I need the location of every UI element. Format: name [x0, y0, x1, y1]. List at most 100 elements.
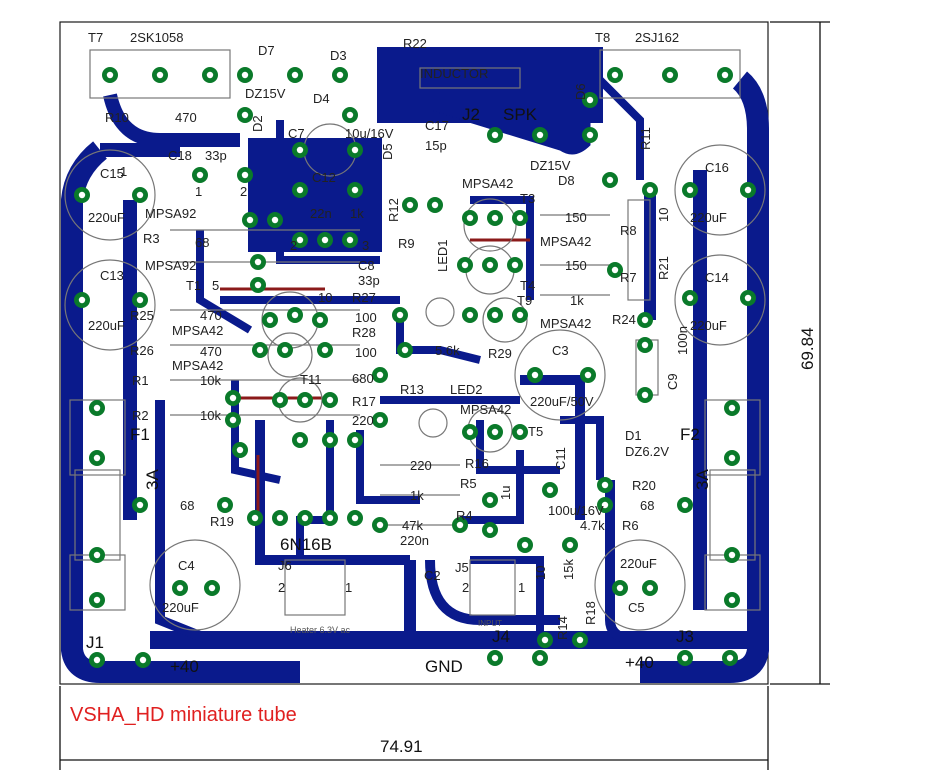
label-dz15v-a: DZ15V — [245, 86, 286, 101]
label-C3: C3 — [552, 343, 569, 358]
label-C2: C2 — [424, 568, 441, 583]
label-R16: R16 — [465, 456, 489, 471]
label-2SK1058: 2SK1058 — [130, 30, 184, 45]
label-100-a: 100 — [355, 310, 377, 325]
label-R5: R5 — [460, 476, 477, 491]
label-15p: 15p — [425, 138, 447, 153]
label-1u: 1u — [498, 486, 513, 500]
label-3a-b: 3A — [693, 469, 712, 490]
label-mpsa92-b: MPSA92 — [145, 258, 196, 273]
label-4.7k: 4.7k — [580, 518, 605, 533]
label-T5: T5 — [528, 424, 543, 439]
label-J2: J2 — [462, 105, 480, 124]
label-68-a: 68 — [195, 235, 209, 250]
label-R13: R13 — [400, 382, 424, 397]
label-plus40-a: +40 — [170, 657, 199, 676]
label-R17: R17 — [352, 394, 376, 409]
label-C9: C9 — [665, 373, 680, 390]
label-C18: C18 — [168, 148, 192, 163]
label-R6: R6 — [622, 518, 639, 533]
label-220uf-c14: 220uF — [690, 318, 727, 333]
label-D7: D7 — [258, 43, 275, 58]
label-heater: Heater 6.3V ac — [290, 625, 351, 635]
label-220uf-c13: 220uF — [88, 318, 125, 333]
label-R19: R19 — [210, 514, 234, 529]
label-R2: R2 — [132, 408, 149, 423]
label-R28: R28 — [352, 325, 376, 340]
label-J4: J4 — [492, 627, 510, 646]
dimension-lines — [59, 21, 830, 770]
label-220uf-c5: 220uF — [620, 556, 657, 571]
label-R7: R7 — [620, 270, 637, 285]
label-mpsa42-e: MPSA42 — [172, 358, 223, 373]
label-R10: R10 — [105, 110, 129, 125]
label-470: 470 — [175, 110, 197, 125]
label-10-b: 10 — [533, 566, 548, 580]
label-D1: D1 — [625, 428, 642, 443]
label-680: 680 — [352, 371, 374, 386]
label-D5: D5 — [380, 143, 395, 160]
label-R18: R18 — [583, 601, 598, 625]
label-220-a: 220 — [352, 413, 374, 428]
label-pin2-c: 2 — [278, 580, 285, 595]
label-GND: GND — [425, 657, 463, 676]
label-C16: C16 — [705, 160, 729, 175]
label-T9: T9 — [517, 293, 532, 308]
label-C7: C7 — [288, 126, 305, 141]
label-R1: R1 — [132, 373, 149, 388]
label-220uf-c15: 220uF — [88, 210, 125, 225]
label-R27: R27 — [352, 290, 376, 305]
label-mpsa42-b: MPSA42 — [540, 234, 591, 249]
label-R4: R4 — [456, 508, 473, 523]
label-220uf-50v: 220uF/50V — [530, 394, 594, 409]
label-470-b: 470 — [200, 308, 222, 323]
label-J5: J5 — [455, 560, 469, 575]
label-SPK: SPK — [503, 105, 538, 124]
label-C14: C14 — [705, 270, 729, 285]
label-R20: R20 — [632, 478, 656, 493]
label-R29: R29 — [488, 346, 512, 361]
silkscreen-labels: T7 2SK1058 T8 2SJ162 D7 D3 R22 INDUCTOR … — [86, 30, 729, 676]
label-T3: T3 — [520, 191, 535, 206]
label-J3: J3 — [676, 627, 694, 646]
label-J6: J6 — [278, 558, 292, 573]
label-T8: T8 — [595, 30, 610, 45]
label-T7: T7 — [88, 30, 103, 45]
label-68-c: 68 — [640, 498, 654, 513]
label-pin5: 5 — [212, 278, 219, 293]
label-22n: 22n — [310, 206, 332, 221]
label-C5: C5 — [628, 600, 645, 615]
label-R26: R26 — [130, 343, 154, 358]
label-input: INPUT — [478, 619, 502, 628]
label-R12: R12 — [386, 198, 401, 222]
label-6n16b: 6N16B — [280, 535, 332, 554]
label-R8: R8 — [620, 223, 637, 238]
label-2SJ162: 2SJ162 — [635, 30, 679, 45]
label-mpsa42-d: MPSA42 — [172, 323, 223, 338]
label-68-b: 68 — [180, 498, 194, 513]
label-C17: C17 — [425, 118, 449, 133]
label-R14: R14 — [555, 616, 570, 640]
label-dz6.2v: DZ6.2V — [625, 444, 669, 459]
label-220uf-c16: 220uF — [690, 210, 727, 225]
label-15k: 15k — [561, 559, 576, 580]
label-mpsa42-f: MPSA42 — [460, 402, 511, 417]
label-mpsa92-a: MPSA92 — [145, 206, 196, 221]
label-220uf-c4: 220uF — [162, 600, 199, 615]
dimension-width: 74.91 — [380, 737, 423, 756]
label-inductor: INDUCTOR — [420, 66, 488, 81]
label-F2: F2 — [680, 425, 700, 444]
label-3a-a: 3A — [143, 469, 162, 490]
label-5.6k: 5.6k — [435, 343, 460, 358]
label-T1: T1 — [186, 278, 201, 293]
label-D6: D6 — [573, 83, 588, 100]
label-C4: C4 — [178, 558, 195, 573]
label-47k: 47k — [402, 518, 423, 533]
label-mpsa42-a: MPSA42 — [462, 176, 513, 191]
label-100n: 100n — [675, 326, 690, 355]
label-pin1-d: 1 — [518, 580, 525, 595]
label-100u16v: 100u/16V — [548, 503, 604, 518]
label-pin2-b: 2 — [290, 238, 297, 253]
label-C15: C15 — [100, 166, 124, 181]
